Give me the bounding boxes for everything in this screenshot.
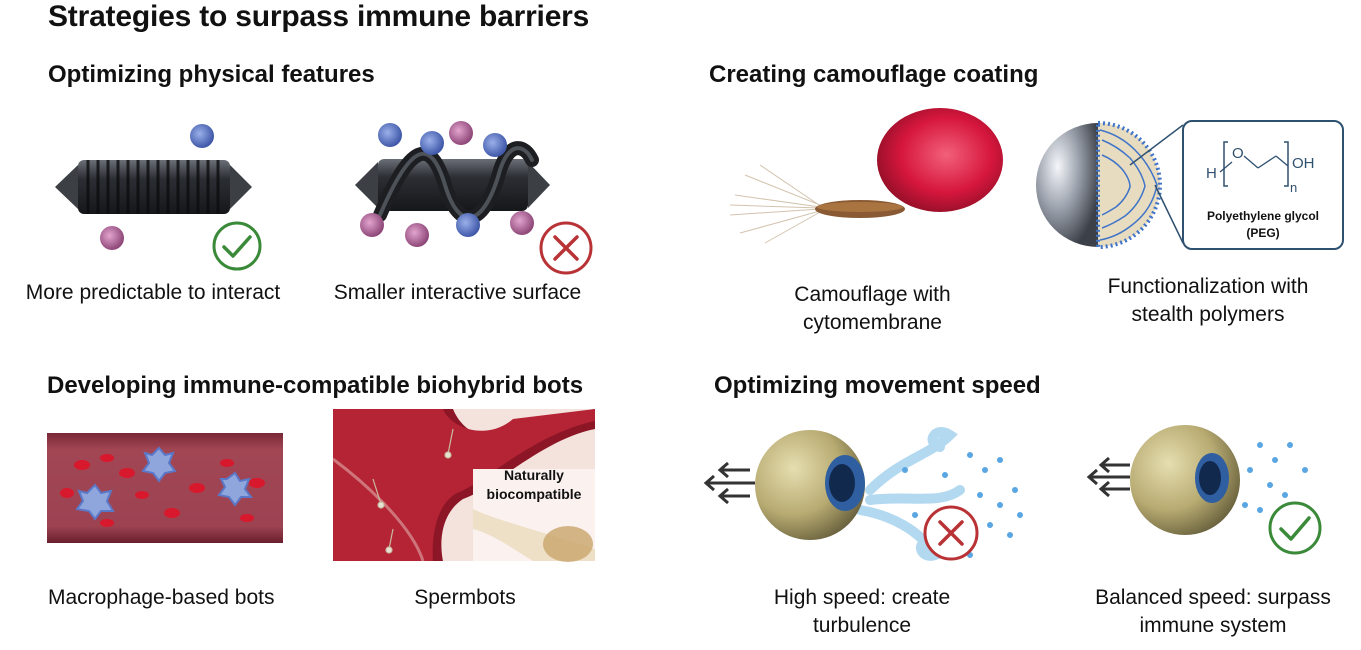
caption-spermbots: Spermbots: [414, 586, 516, 609]
immune-cell-blue: [190, 124, 214, 148]
caption-smaller-surface: Smaller interactive surface: [333, 281, 582, 304]
peg-structure-formula: H O OH n: [1206, 141, 1315, 195]
cross-icon: [539, 221, 593, 275]
peg-structure-box: H O OH n Polyethylene glycol (PEG): [1182, 120, 1344, 250]
svg-text:n: n: [1290, 180, 1297, 195]
immune-cell-pink: [100, 226, 124, 250]
check-icon: [1268, 501, 1322, 555]
high-speed-bot-illustration: [703, 427, 1023, 561]
camouflage-heading: Creating camouflage coating: [709, 61, 1039, 88]
balanced-speed-bot-illustration: [1086, 425, 1308, 535]
caption-macrophage: Macrophage-based bots: [48, 586, 275, 609]
svg-text:O: O: [1232, 145, 1244, 162]
biohybrid-heading: Developing immune-compatible biohybrid b…: [47, 372, 584, 399]
caption-stealth-polymers: Functionalization with stealth polymers: [1107, 275, 1309, 326]
caption-predictable: More predictable to interact: [25, 281, 281, 304]
peg-name-label: Polyethylene glycol (PEG): [1206, 209, 1320, 240]
caption-cytomembrane: Camouflage with cytomembrane: [794, 283, 951, 334]
cytomembrane-camouflage-illustration: [729, 108, 1003, 244]
svg-text:H: H: [1206, 165, 1217, 182]
speed-heading: Optimizing movement speed: [714, 372, 1041, 399]
peg-callout-lines: [1129, 124, 1184, 244]
spermbots-illustration: [332, 409, 595, 562]
check-icon: [212, 221, 262, 271]
cross-icon: [923, 505, 979, 561]
svg-text:OH: OH: [1292, 155, 1315, 172]
helical-microbot-illustration: [355, 121, 550, 247]
caption-balanced-speed: Balanced speed: surpass immune system: [1095, 586, 1331, 637]
page-title: Strategies to surpass immune barriers: [48, 0, 590, 33]
physical-heading: Optimizing physical features: [48, 61, 375, 88]
threaded-microbot-illustration: [55, 124, 252, 250]
macrophage-bots-illustration: [47, 433, 283, 543]
naturally-biocompatible-label: Naturally biocompatible: [486, 467, 582, 502]
caption-high-speed: High speed: create turbulence: [773, 586, 951, 637]
